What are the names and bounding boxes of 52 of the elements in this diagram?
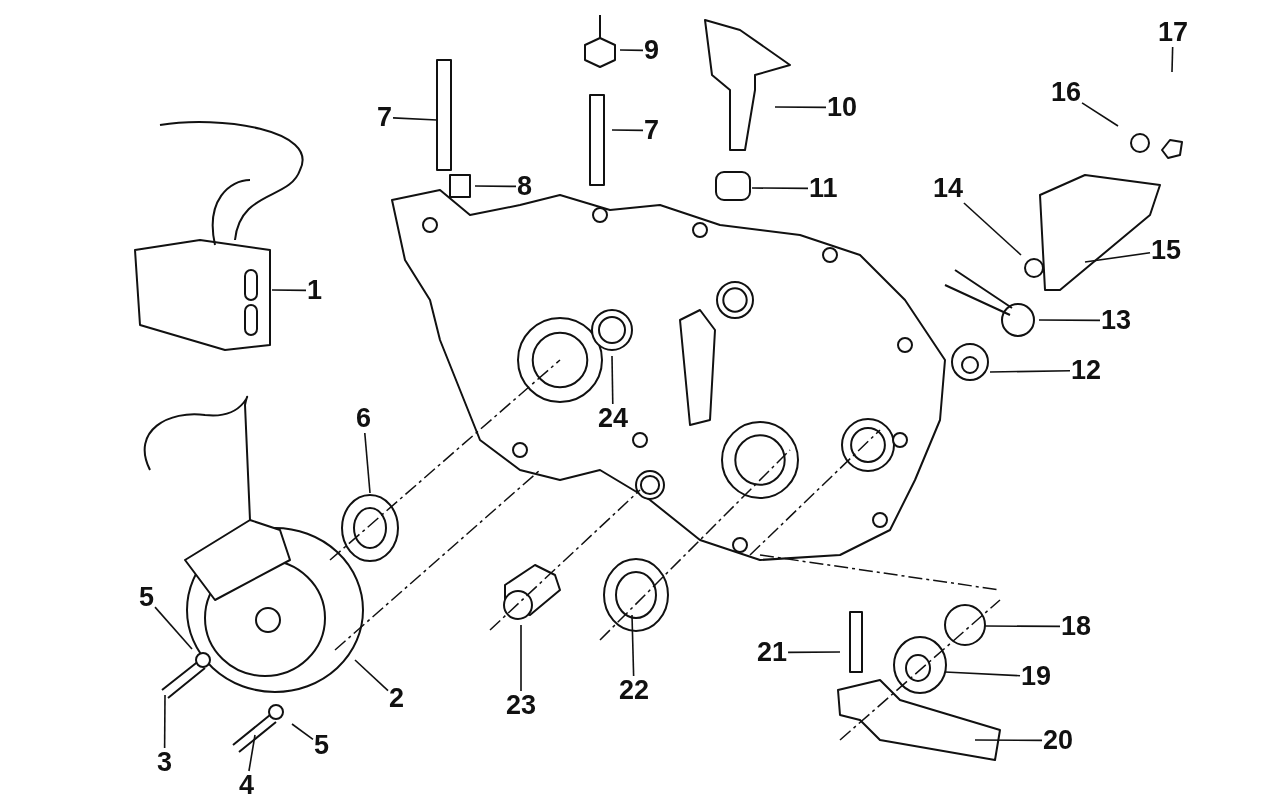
leader-line — [751, 187, 809, 190]
callout-number: 23 — [505, 691, 538, 720]
leader-line — [520, 624, 522, 692]
leader-line — [248, 734, 256, 772]
callout-number: 7 — [376, 103, 394, 132]
leader-line — [392, 117, 438, 121]
leader-line — [1038, 319, 1101, 322]
callout-number: 17 — [1157, 18, 1190, 47]
leader-line — [984, 625, 1061, 628]
callout-number: 16 — [1050, 78, 1083, 107]
leader-line — [963, 202, 1022, 256]
leader-line — [611, 129, 644, 132]
callout-number: 18 — [1060, 612, 1093, 641]
callout-number: 8 — [516, 172, 534, 201]
callout-number: 19 — [1020, 662, 1053, 691]
callout-number: 10 — [826, 93, 859, 122]
leader-line — [1171, 46, 1174, 73]
leader-line — [154, 606, 193, 650]
callout-number: 12 — [1070, 356, 1103, 385]
callout-number: 5 — [138, 583, 156, 612]
leader-line — [474, 185, 517, 188]
callout-number: 4 — [238, 771, 256, 800]
leader-line — [974, 739, 1043, 742]
leader-line — [271, 289, 307, 292]
callout-number: 21 — [756, 638, 789, 667]
callout-number: 9 — [643, 36, 661, 65]
callout-number: 7 — [643, 116, 661, 145]
leader-line — [631, 614, 635, 677]
callout-number: 22 — [618, 676, 651, 705]
leader-line — [619, 49, 644, 52]
callout-number: 24 — [597, 404, 630, 433]
leader-line — [363, 432, 371, 494]
callout-number: 6 — [355, 404, 373, 433]
leader-line — [989, 369, 1071, 373]
callout-number: 2 — [388, 684, 406, 713]
callout-number: 13 — [1100, 306, 1133, 335]
leader-line — [787, 651, 841, 654]
callout-number: 3 — [156, 748, 174, 777]
callout-number: 14 — [932, 174, 965, 203]
leader-line — [1081, 102, 1119, 127]
leader-line — [944, 671, 1021, 677]
leader-line — [291, 723, 314, 741]
leader-line — [611, 355, 614, 405]
callout-number: 11 — [808, 174, 839, 203]
leader-line — [1084, 251, 1151, 263]
callout-number: 1 — [306, 276, 324, 305]
callout-number: 15 — [1150, 236, 1183, 265]
callout-number: 20 — [1042, 726, 1075, 755]
callout-number: 5 — [313, 731, 331, 760]
leader-line — [774, 106, 827, 109]
leader-line — [354, 659, 389, 692]
leader-line — [163, 694, 166, 749]
